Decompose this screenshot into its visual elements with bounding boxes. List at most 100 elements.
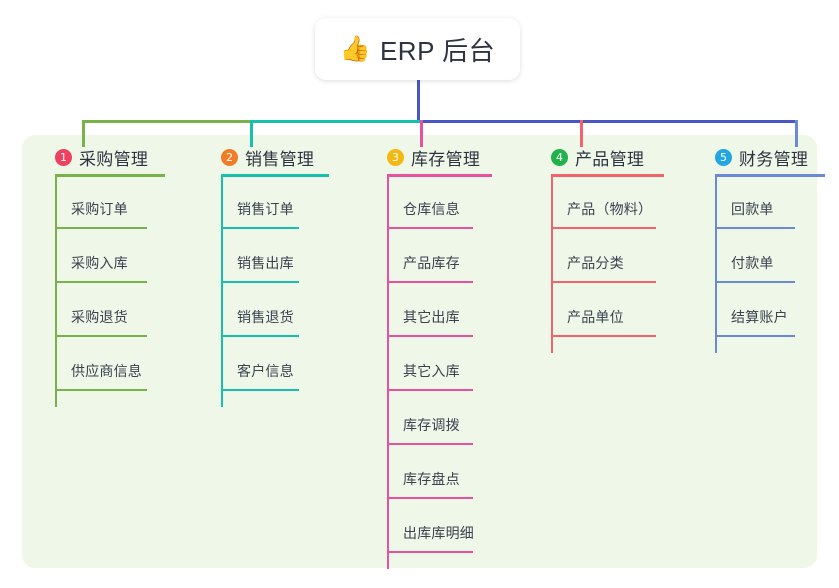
child-underline [55, 281, 147, 283]
drop-connector-3 [420, 120, 423, 147]
child-item[interactable]: 销售退货 [221, 285, 299, 339]
branch-number-badge: 5 [715, 148, 732, 166]
child-underline [221, 227, 299, 229]
child-label: 产品单位 [567, 309, 624, 325]
child-label: 客户信息 [237, 363, 294, 379]
child-item[interactable]: 库存调拨 [387, 393, 473, 447]
child-label: 产品库存 [403, 255, 460, 271]
child-label: 采购订单 [71, 201, 128, 217]
branch-header-3[interactable]: 3 库存管理 [372, 143, 480, 171]
branch-number-badge: 2 [221, 148, 238, 166]
branch-title: 采购管理 [79, 149, 149, 169]
child-label: 销售退货 [237, 309, 294, 325]
drop-connector-1 [82, 120, 85, 147]
children-stem [551, 177, 553, 353]
child-label: 采购退货 [71, 309, 128, 325]
child-item[interactable]: 客户信息 [221, 339, 299, 393]
child-label: 产品分类 [567, 255, 624, 271]
branches-panel [22, 135, 817, 568]
branch-underline [55, 174, 165, 177]
child-label: 出库库明细 [403, 525, 474, 541]
children-stem [221, 177, 223, 407]
child-item[interactable]: 销售出库 [221, 231, 299, 285]
child-label: 采购入库 [71, 255, 128, 271]
child-item[interactable]: 销售订单 [221, 177, 299, 231]
child-item[interactable]: 产品库存 [387, 231, 473, 285]
child-underline [715, 335, 795, 337]
branch-1[interactable]: 1 采购管理采购订单采购入库采购退货供应商信息 [40, 143, 165, 407]
child-item[interactable]: 付款单 [715, 231, 795, 285]
child-item[interactable]: 仓库信息 [387, 177, 473, 231]
children-stem [387, 177, 389, 569]
child-label: 其它入库 [403, 363, 460, 379]
child-item[interactable]: 出库库明细 [387, 501, 474, 555]
child-label: 销售订单 [237, 201, 294, 217]
branch-number-badge: 3 [387, 148, 404, 166]
branch-underline [715, 174, 825, 177]
child-underline [715, 281, 795, 283]
child-label: 销售出库 [237, 255, 294, 271]
child-item[interactable]: 产品（物料） [551, 177, 656, 231]
child-item[interactable]: 采购订单 [55, 177, 147, 231]
child-underline [387, 335, 473, 337]
child-label: 产品（物料） [567, 201, 653, 217]
children-stem [715, 177, 717, 353]
child-underline [551, 227, 656, 229]
child-item[interactable]: 产品单位 [551, 285, 656, 339]
child-item[interactable]: 其它出库 [387, 285, 473, 339]
child-item[interactable]: 回款单 [715, 177, 795, 231]
bus-segment-2 [250, 120, 421, 123]
bus-segment-3 [420, 120, 796, 123]
child-label: 回款单 [731, 201, 774, 217]
child-underline [551, 335, 656, 337]
branch-number-badge: 4 [551, 148, 568, 166]
child-underline [387, 227, 473, 229]
child-underline [715, 227, 795, 229]
child-label: 仓库信息 [403, 201, 460, 217]
child-underline [387, 497, 473, 499]
child-underline [387, 389, 473, 391]
child-underline [221, 389, 299, 391]
child-label: 供应商信息 [71, 363, 142, 379]
child-underline [551, 281, 656, 283]
child-underline [387, 443, 473, 445]
trunk-connector [417, 80, 420, 123]
child-label: 库存调拨 [403, 417, 460, 433]
child-item[interactable]: 库存盘点 [387, 447, 473, 501]
drop-connector-2 [250, 120, 253, 147]
branch-header-1[interactable]: 1 采购管理 [40, 143, 148, 171]
root-title: ERP 后台 [379, 35, 496, 66]
drop-connector-4 [580, 120, 583, 147]
root-node[interactable]: 👍 ERP 后台 [315, 18, 520, 80]
drop-connector-5 [795, 120, 798, 147]
bus-segment-1 [82, 120, 251, 123]
child-item[interactable]: 其它入库 [387, 339, 473, 393]
child-underline [221, 335, 299, 337]
child-underline [387, 281, 473, 283]
child-item[interactable]: 结算账户 [715, 285, 795, 339]
child-item[interactable]: 采购退货 [55, 285, 147, 339]
branch-title: 财务管理 [739, 149, 809, 169]
branch-3[interactable]: 3 库存管理仓库信息产品库存其它出库其它入库库存调拨库存盘点出库库明细 [372, 143, 492, 569]
thumbs-up-icon: 👍 [339, 34, 371, 63]
child-item[interactable]: 采购入库 [55, 231, 147, 285]
branch-underline [387, 174, 492, 177]
branch-title: 库存管理 [411, 149, 481, 169]
child-underline [387, 551, 473, 553]
child-label: 库存盘点 [403, 471, 460, 487]
children-stem [55, 177, 57, 407]
child-underline [55, 227, 147, 229]
branch-number-badge: 1 [55, 148, 72, 166]
child-item[interactable]: 产品分类 [551, 231, 656, 285]
branch-underline [221, 174, 329, 177]
child-label: 结算账户 [731, 309, 788, 325]
child-item[interactable]: 供应商信息 [55, 339, 147, 393]
branch-underline [551, 174, 664, 177]
branch-header-5[interactable]: 5 财务管理 [700, 143, 808, 171]
branch-5[interactable]: 5 财务管理回款单付款单结算账户 [700, 143, 825, 353]
